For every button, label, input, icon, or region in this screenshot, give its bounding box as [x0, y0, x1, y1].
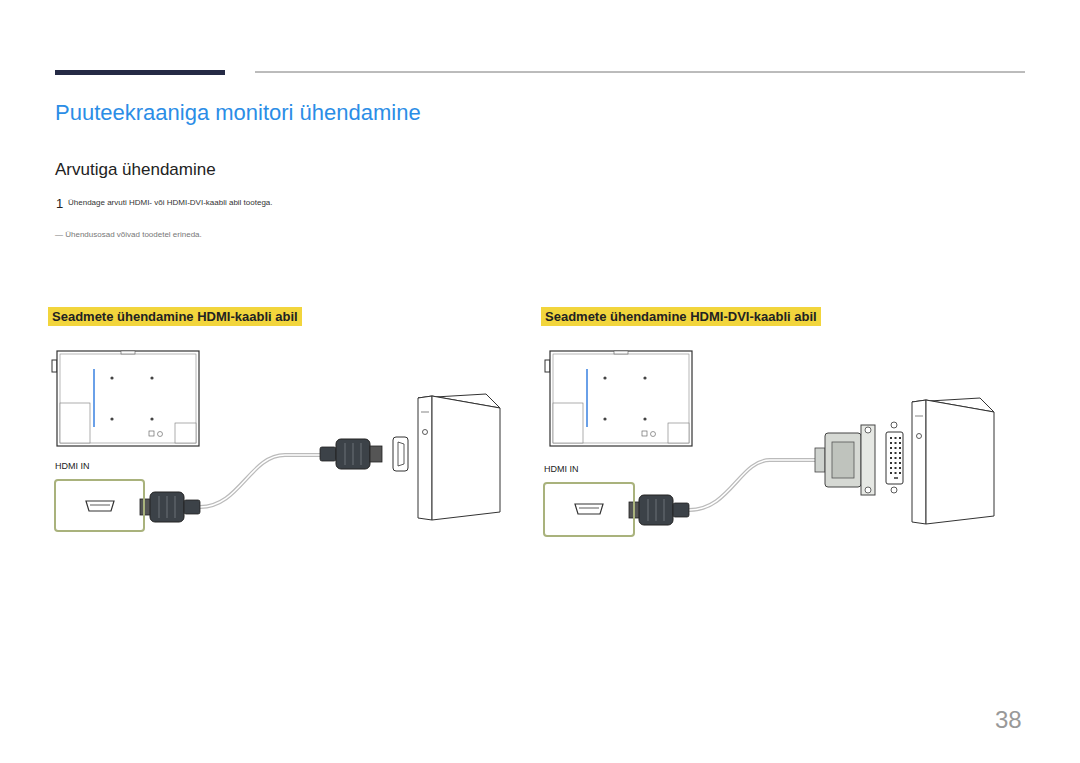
port-label: HDMI IN — [55, 461, 90, 471]
step-text: Ühendage arvuti HDMI- või HDMI-DVI-kaabl… — [68, 198, 273, 207]
pin-dot — [895, 442, 897, 444]
pin-dot — [890, 437, 892, 439]
pin-dot — [895, 467, 897, 469]
note-text: ― Ühendusosad võivad toodetel erineda. — [55, 230, 202, 239]
step-number: 1 — [56, 196, 63, 211]
pin-dot — [899, 472, 901, 474]
pin-dot — [890, 457, 892, 459]
pin-dot — [899, 457, 901, 459]
port-label: HDMI IN — [544, 464, 579, 474]
pin-dot — [899, 442, 901, 444]
pin-dot — [890, 447, 892, 449]
pin-dot — [890, 462, 892, 464]
pin-dot — [899, 437, 901, 439]
heading-text: Seadmete ühendamine HDMI-DVI-kaabli abil — [545, 309, 817, 324]
pin-dot — [899, 447, 901, 449]
pin-dot — [895, 437, 897, 439]
pin-dot — [895, 472, 897, 474]
pin-dot — [890, 467, 892, 469]
pin-dot — [899, 467, 901, 469]
pin-dot — [890, 442, 892, 444]
pin-dot — [890, 472, 892, 474]
page-number: 38 — [995, 706, 1022, 734]
pin-dot — [890, 452, 892, 454]
highlight-heading: Seadmete ühendamine HDMI-DVI-kaabli abil — [541, 307, 821, 326]
pin-blade — [894, 477, 898, 479]
pin-dot — [899, 462, 901, 464]
pin-dot — [899, 452, 901, 454]
pin-dot — [895, 462, 897, 464]
pin-dot — [895, 457, 897, 459]
pin-dot — [895, 447, 897, 449]
heading-text: Seadmete ühendamine HDMI-kaabli abil — [52, 309, 298, 324]
highlight-heading: Seadmete ühendamine HDMI-kaabli abil — [48, 307, 302, 326]
page-title: Puuteekraaniga monitori ühendamine — [55, 100, 421, 126]
section-heading: Arvutiga ühendamine — [55, 160, 216, 180]
port-box: HDMI IN — [54, 479, 145, 532]
port-box: HDMI IN — [543, 482, 635, 537]
pin-dot — [895, 452, 897, 454]
